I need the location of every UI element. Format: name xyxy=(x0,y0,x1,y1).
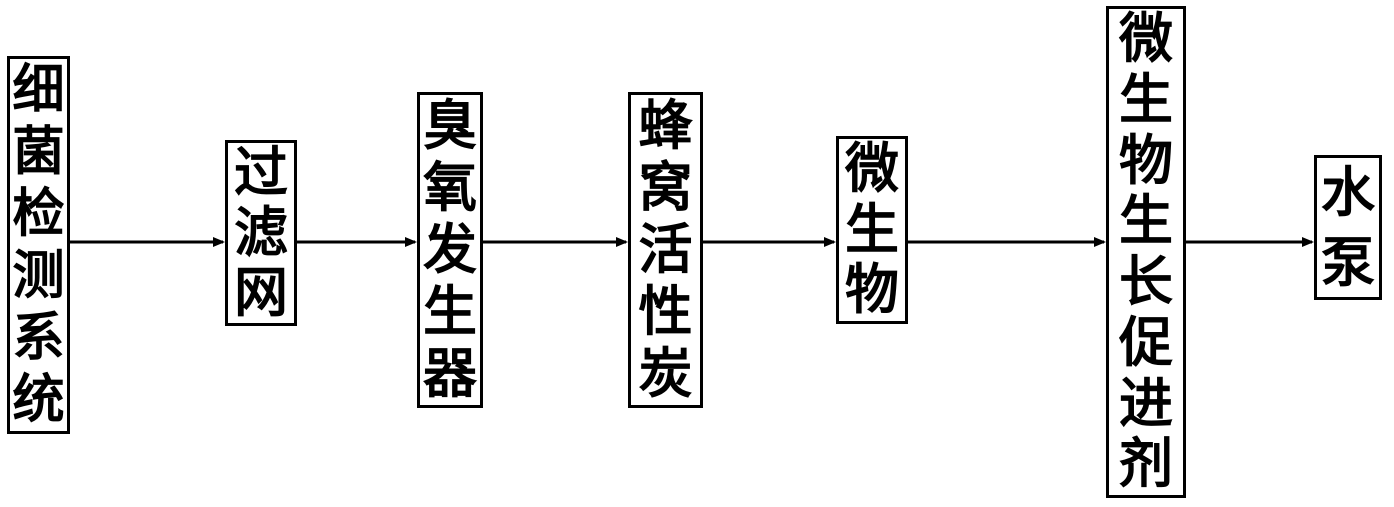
arrow-growth-promoter-to-water-pump xyxy=(1186,237,1314,247)
node-water-pump: 水泵 xyxy=(1314,155,1382,300)
arrow-head xyxy=(405,237,417,247)
arrow-head xyxy=(824,237,836,247)
node-label: 细菌检测系统 xyxy=(12,60,65,430)
arrow-head xyxy=(1302,237,1314,247)
node-growth-promoter: 微生物生长促进剂 xyxy=(1106,6,1186,498)
node-label: 蜂窝活性炭 xyxy=(638,94,693,405)
node-filter: 过滤网 xyxy=(225,140,297,326)
node-ozone-generator: 臭氧发生器 xyxy=(417,92,483,408)
arrow-head xyxy=(213,237,225,247)
node-microorganism: 微生物 xyxy=(836,136,908,324)
node-label: 微生物 xyxy=(845,137,899,322)
node-label: 水泵 xyxy=(1321,161,1375,294)
node-label: 过滤网 xyxy=(234,141,288,324)
node-label: 臭氧发生器 xyxy=(423,94,477,405)
arrow-head xyxy=(1094,237,1106,247)
arrow-filter-to-ozone-generator xyxy=(297,237,417,247)
node-label: 微生物生长促进剂 xyxy=(1119,7,1173,496)
arrow-head xyxy=(616,237,628,247)
arrow-ozone-generator-to-honeycomb-carbon xyxy=(483,237,628,247)
arrow-honeycomb-carbon-to-microorganism xyxy=(703,237,836,247)
arrow-microorganism-to-growth-promoter xyxy=(908,237,1106,247)
arrow-bacteria-detection-to-filter xyxy=(70,237,225,247)
node-honeycomb-carbon: 蜂窝活性炭 xyxy=(628,92,703,408)
node-bacteria-detection: 细菌检测系统 xyxy=(7,56,70,434)
